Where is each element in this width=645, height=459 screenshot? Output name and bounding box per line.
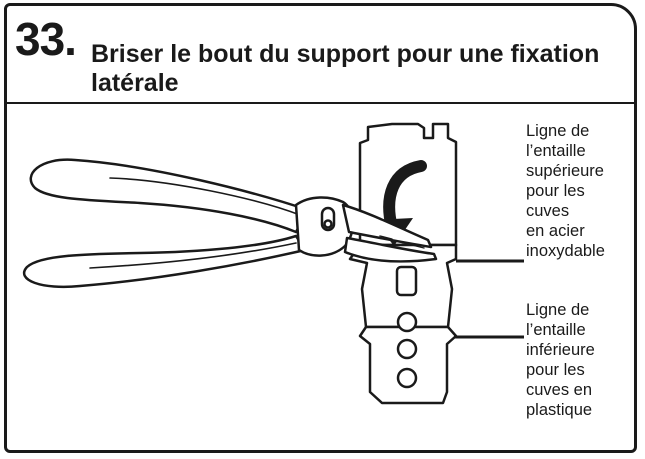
leader-lines [454, 259, 524, 339]
step-number: 33. [15, 13, 77, 65]
pliers-icon [23, 158, 438, 289]
step-title: Briser le bout du support pour une fixat… [91, 40, 600, 97]
instruction-panel: 33. Briser le bout du support pour une f… [4, 3, 637, 453]
step-header: 33. Briser le bout du support pour une f… [7, 6, 634, 104]
callout-upper-notch: Ligne de l’entaille supérieure pour les … [526, 122, 605, 260]
mounting-bracket-icon [348, 122, 458, 405]
callout-lower-notch: Ligne de l’entaille inférieure pour les … [526, 301, 595, 419]
